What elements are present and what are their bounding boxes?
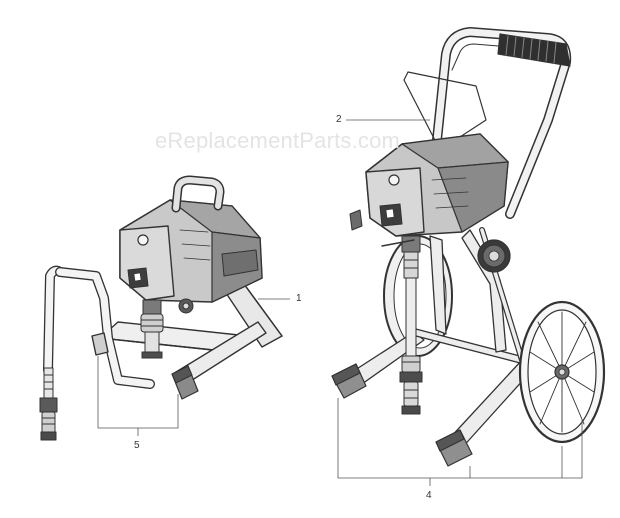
cart-pump-assembly xyxy=(381,235,423,415)
front-wheel xyxy=(518,300,606,444)
cart-motor-housing xyxy=(349,133,509,237)
callout-1: 1 xyxy=(296,293,302,304)
callout-5: 5 xyxy=(134,440,140,451)
compact-motor-housing xyxy=(119,175,263,303)
compact-sprayer xyxy=(39,175,283,441)
compact-stand-frame xyxy=(43,265,283,389)
cart-handle xyxy=(423,27,572,231)
cart-foot-caps xyxy=(331,363,473,467)
compact-foot-caps xyxy=(171,365,199,400)
callout-2: 2 xyxy=(336,114,342,125)
watermark-text: eReplacementParts.com xyxy=(155,128,401,153)
compact-hose-fitting xyxy=(39,367,58,441)
callout-leaders xyxy=(97,119,583,486)
cart-sprayer xyxy=(331,27,606,467)
pressure-control-knob xyxy=(477,239,511,273)
compact-pump-assembly xyxy=(140,298,194,359)
callout-4: 4 xyxy=(426,490,432,501)
hose-hook xyxy=(403,71,487,151)
